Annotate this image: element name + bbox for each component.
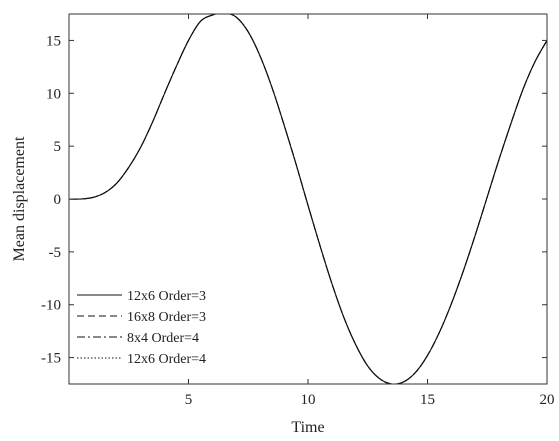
series-layer xyxy=(69,14,547,384)
x-tick-label: 20 xyxy=(540,392,555,408)
series-line-4 xyxy=(69,14,547,384)
ticks-layer: 5 10 15 20 15 10 5 0 -5 -10 -15 xyxy=(41,14,555,408)
x-tick-label: 5 xyxy=(185,392,193,408)
y-tick-label: -10 xyxy=(41,298,61,314)
legend: 12x6 Order=3 16x8 Order=3 8x4 Order=4 12x6 … xyxy=(77,289,206,367)
y-tick-label: 10 xyxy=(46,86,61,102)
y-tick-label: 15 xyxy=(46,33,61,49)
x-axis-label: Time xyxy=(291,419,324,436)
y-tick-label: 0 xyxy=(54,192,62,208)
y-tick-label: 5 xyxy=(54,139,62,155)
legend-label-4: 12x6 Order=4 xyxy=(127,352,206,367)
y-tick-label: -15 xyxy=(41,351,61,367)
legend-label-1: 12x6 Order=3 xyxy=(127,289,206,304)
x-tick-label: 10 xyxy=(301,392,316,408)
legend-label-2: 16x8 Order=3 xyxy=(127,310,206,325)
legend-label-3: 8x4 Order=4 xyxy=(127,331,199,346)
y-tick-label: -5 xyxy=(49,245,62,261)
y-axis-label: Mean displacement xyxy=(11,136,28,261)
x-tick-label: 15 xyxy=(420,392,435,408)
